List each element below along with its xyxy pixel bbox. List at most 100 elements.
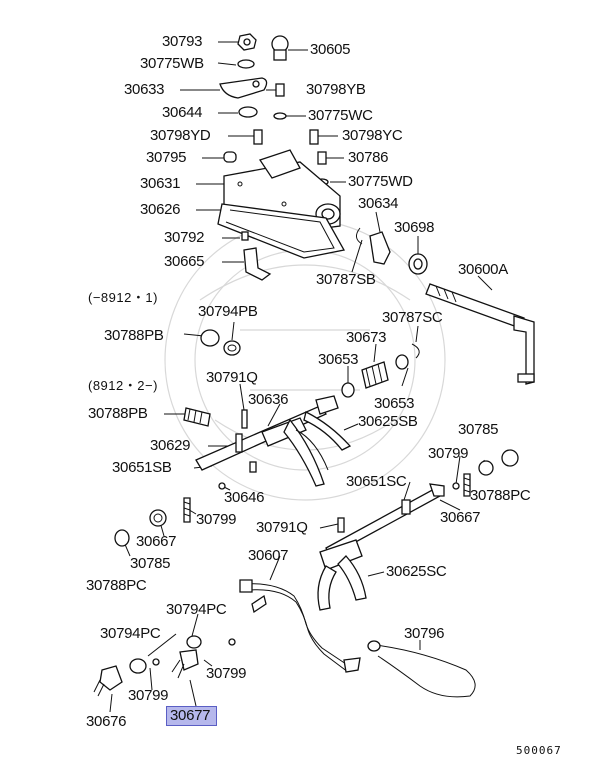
label-30698[interactable]: 30698 bbox=[394, 219, 435, 236]
label-30792[interactable]: 30792 bbox=[164, 229, 205, 246]
note-range-after: (8912・2−) bbox=[88, 378, 158, 393]
label-30786[interactable]: 30786 bbox=[348, 149, 389, 166]
label-30798YD[interactable]: 30798YD bbox=[150, 127, 211, 144]
gasket-30626 bbox=[217, 203, 346, 259]
label-30788PB-b[interactable]: 30788PB bbox=[88, 405, 148, 422]
label-30673[interactable]: 30673 bbox=[346, 329, 387, 346]
bolt-30798YB bbox=[275, 83, 285, 97]
pin-30791Q-b bbox=[337, 517, 345, 533]
snap-ring-30787SB bbox=[356, 227, 363, 245]
label-30676[interactable]: 30676 bbox=[86, 713, 127, 730]
label-30788PC-a[interactable]: 30788PC bbox=[470, 487, 531, 504]
label-30644[interactable]: 30644 bbox=[162, 104, 203, 121]
plug-30788PC-b bbox=[114, 529, 130, 547]
label-30667-a[interactable]: 30667 bbox=[440, 509, 481, 526]
label-30799-d[interactable]: 30799 bbox=[128, 687, 169, 704]
washer-30644 bbox=[238, 106, 258, 118]
label-30775WC[interactable]: 30775WC bbox=[308, 107, 373, 124]
label-30788PC-b[interactable]: 30788PC bbox=[86, 577, 147, 594]
middle-upper-parts bbox=[241, 227, 428, 281]
shaft-30600A bbox=[425, 283, 535, 385]
fork-30625SC bbox=[317, 539, 367, 611]
label-30798YC[interactable]: 30798YC bbox=[342, 127, 403, 144]
label-30653-b[interactable]: 30653 bbox=[374, 395, 415, 412]
spring-30673 bbox=[361, 361, 389, 389]
lever-30633 bbox=[219, 77, 268, 99]
plug-30795 bbox=[223, 151, 237, 163]
pin-30791Q bbox=[241, 409, 248, 429]
label-30793[interactable]: 30793 bbox=[162, 33, 203, 50]
label-30799-c[interactable]: 30799 bbox=[206, 665, 247, 682]
label-30605[interactable]: 30605 bbox=[310, 41, 351, 58]
label-30796[interactable]: 30796 bbox=[404, 625, 445, 642]
label-30795[interactable]: 30795 bbox=[146, 149, 187, 166]
label-30600A[interactable]: 30600A bbox=[458, 261, 508, 278]
label-30634[interactable]: 30634 bbox=[358, 195, 399, 212]
ball-30646 bbox=[218, 482, 226, 490]
label-30665[interactable]: 30665 bbox=[164, 253, 205, 270]
gasket-30794PC-b bbox=[129, 658, 147, 674]
upper-small-parts bbox=[219, 33, 329, 186]
label-30667-b[interactable]: 30667 bbox=[136, 533, 177, 550]
gasket-30794PC-a bbox=[186, 635, 202, 649]
ball-30653-a bbox=[341, 382, 355, 398]
label-30794PC-a[interactable]: 30794PC bbox=[166, 601, 227, 618]
label-30636[interactable]: 30636 bbox=[248, 391, 289, 408]
label-30631[interactable]: 30631 bbox=[140, 175, 181, 192]
diagram-code: 500067 bbox=[516, 744, 562, 757]
pin-30629 bbox=[235, 433, 243, 453]
label-30625SC[interactable]: 30625SC bbox=[386, 563, 447, 580]
label-30799-a[interactable]: 30799 bbox=[428, 445, 469, 462]
label-30651SB[interactable]: 30651SB bbox=[112, 459, 172, 476]
cable-30796 bbox=[367, 640, 476, 698]
gasket-30785-b bbox=[149, 509, 167, 527]
bolt-30798YC bbox=[309, 129, 319, 145]
washer-30775WC bbox=[273, 112, 287, 120]
label-30607[interactable]: 30607 bbox=[248, 547, 289, 564]
right-small-parts bbox=[452, 449, 519, 497]
ball-30799-d bbox=[152, 658, 160, 666]
bracket-30634 bbox=[369, 231, 391, 265]
gasket-30794PB bbox=[223, 340, 241, 356]
label-30791Q-b[interactable]: 30791Q bbox=[256, 519, 308, 536]
label-30798YB[interactable]: 30798YB bbox=[306, 81, 366, 98]
plug-30788PB-b bbox=[183, 407, 211, 427]
label-30633[interactable]: 30633 bbox=[124, 81, 165, 98]
ball-30799-a bbox=[452, 482, 460, 490]
bolt-30798YD bbox=[253, 129, 263, 145]
label-30625SB[interactable]: 30625SB bbox=[358, 413, 418, 430]
left-parts-upper bbox=[183, 329, 248, 429]
label-30653-a[interactable]: 30653 bbox=[318, 351, 359, 368]
bolt-30786 bbox=[317, 151, 327, 165]
label-30794PB[interactable]: 30794PB bbox=[198, 303, 258, 320]
label-30626[interactable]: 30626 bbox=[140, 201, 181, 218]
snap-ring-30787SC bbox=[411, 343, 420, 359]
label-30775WB[interactable]: 30775WB bbox=[140, 55, 204, 72]
bottom-left-parts bbox=[93, 635, 236, 697]
label-30646[interactable]: 30646 bbox=[224, 489, 265, 506]
gasket-30785-a bbox=[478, 460, 494, 476]
label-30677-highlighted[interactable]: 30677 bbox=[166, 706, 218, 726]
label-30791Q-a[interactable]: 30791Q bbox=[206, 369, 258, 386]
pin-30792 bbox=[241, 231, 249, 241]
note-range-before: (−8912・1) bbox=[88, 290, 158, 305]
label-30629[interactable]: 30629 bbox=[150, 437, 191, 454]
ball-30799-c bbox=[228, 638, 236, 646]
label-30785-a[interactable]: 30785 bbox=[458, 421, 499, 438]
label-30787SC[interactable]: 30787SC bbox=[382, 309, 443, 326]
label-30775WD[interactable]: 30775WD bbox=[348, 173, 413, 190]
label-30794PC-b[interactable]: 30794PC bbox=[100, 625, 161, 642]
plug-30788PC-a bbox=[501, 449, 519, 467]
ball-30653-b bbox=[395, 354, 409, 370]
washer-30775WB bbox=[237, 59, 255, 69]
switch-30677 bbox=[179, 649, 199, 671]
label-30787SB[interactable]: 30787SB bbox=[316, 271, 376, 288]
detent-parts bbox=[341, 343, 420, 398]
cable-30607 bbox=[239, 579, 361, 673]
label-30651SC[interactable]: 30651SC bbox=[346, 473, 407, 490]
label-30785-b[interactable]: 30785 bbox=[130, 555, 171, 572]
label-30788PB-a[interactable]: 30788PB bbox=[104, 327, 164, 344]
label-30799-b[interactable]: 30799 bbox=[196, 511, 237, 528]
lever-30665 bbox=[243, 247, 272, 281]
